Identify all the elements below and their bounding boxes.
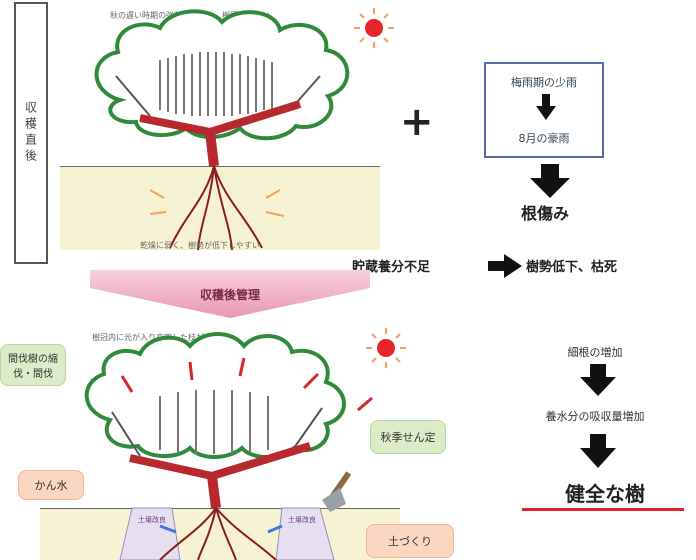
sun-icon: [354, 8, 394, 48]
irrigation-pill: かん水: [18, 470, 84, 500]
right-arrow-icon: [488, 254, 522, 278]
down-arrow-icon: [580, 364, 616, 396]
decline-label: 樹勢低下、枯死: [526, 256, 617, 275]
down-arrow-icon: [530, 164, 570, 198]
weather-line-2: 8月の豪雨: [486, 130, 602, 146]
thinning-pill: 間伐樹の縮伐・間伐: [0, 344, 66, 386]
shovel-icon: [322, 471, 351, 512]
sun-icon: [366, 328, 406, 368]
plus-sign: +: [400, 102, 434, 142]
down-arrow-icon: [580, 434, 616, 468]
red-underline: [522, 508, 684, 511]
top-root-note: 乾燥に弱く、樹勢が低下しやすい: [140, 240, 260, 251]
weather-line-1: 梅雨期の少雨: [486, 74, 602, 90]
down-arrow-icon: [536, 94, 556, 122]
soil-tag-left: 土壌改良: [138, 515, 166, 525]
soil-tag-right: 土壌改良: [288, 515, 316, 525]
weather-box: 梅雨期の少雨 8月の豪雨: [484, 62, 604, 158]
bottom-tree-illustration: [0, 300, 420, 560]
fine-root-increase-label: 細根の増加: [510, 344, 680, 360]
autumn-pruning-pill: 秋季せん定: [370, 420, 446, 454]
soil-improvement-pill: 土づくり: [366, 524, 454, 558]
top-tree-illustration: [0, 0, 400, 270]
nutrient-uptake-label: 養水分の吸収量増加: [510, 408, 680, 424]
healthy-tree-label: 健全な樹: [520, 478, 690, 507]
root-damage-label: 根傷み: [490, 200, 600, 224]
